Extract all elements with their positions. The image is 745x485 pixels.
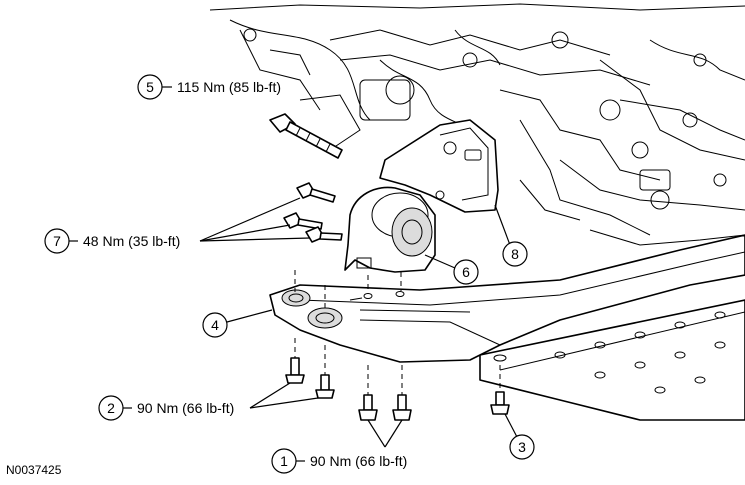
figure-code: N0037425 [6, 463, 62, 477]
callout-1: 1 90 Nm (66 lb-ft) [271, 419, 407, 474]
callout-3-number: 3 [518, 439, 526, 455]
mount-bracket [379, 119, 499, 213]
callout-4: 4 [202, 309, 273, 338]
engine-transaxle-illustration [209, 3, 745, 246]
engine-mount [344, 186, 436, 273]
lower-bolts [285, 270, 510, 421]
callout-2: 2 90 Nm (66 lb-ft) [98, 382, 319, 421]
floor-pan [479, 299, 745, 421]
mount-bolts [283, 182, 343, 243]
callout-6-number: 6 [462, 264, 470, 280]
callout-8: 8 [494, 204, 528, 267]
callout-2-number: 2 [107, 400, 115, 416]
callout-5-torque: 115 Nm (85 lb-ft) [177, 79, 281, 95]
callout-1-torque: 90 Nm (66 lb-ft) [310, 453, 407, 469]
callout-4-number: 4 [211, 317, 219, 333]
callout-1-number: 1 [280, 453, 288, 469]
callout-3: 3 [504, 413, 535, 460]
callout-7-number: 7 [53, 233, 61, 249]
callout-6: 6 [424, 254, 479, 285]
subframe-crossmember [269, 234, 745, 363]
callout-5: 5 115 Nm (85 lb-ft) [137, 74, 281, 100]
long-bolt [269, 113, 343, 159]
callout-2-torque: 90 Nm (66 lb-ft) [137, 400, 234, 416]
callout-8-number: 8 [511, 246, 519, 262]
callout-7: 7 48 Nm (35 lb-ft) [44, 197, 311, 254]
callout-5-number: 5 [146, 79, 154, 95]
callout-7-torque: 48 Nm (35 lb-ft) [83, 233, 180, 249]
